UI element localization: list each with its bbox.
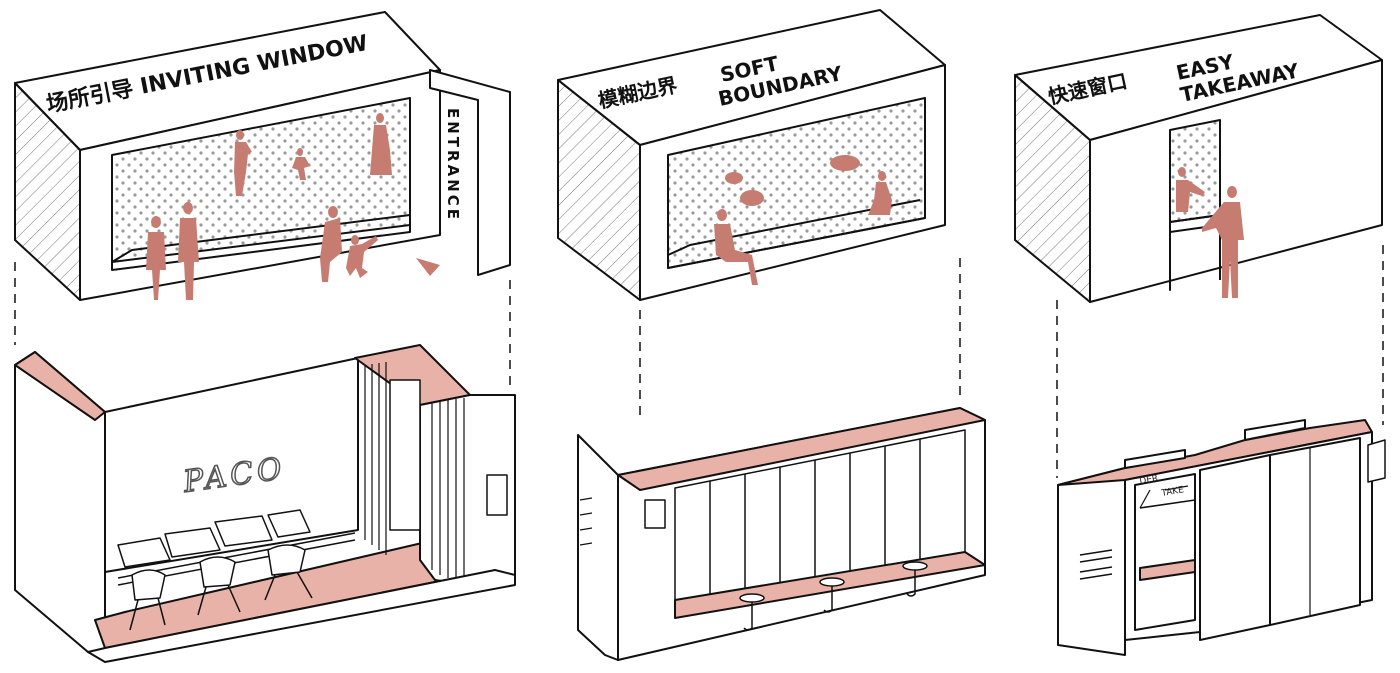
panel-soft-boundary-interior: [577, 407, 986, 661]
connector-lines-1: [14, 262, 511, 385]
panel-inviting-window-interior: [14, 344, 516, 663]
connector-lines-2: [639, 258, 961, 415]
entrance-label: ENTRANCE: [444, 108, 462, 222]
people-silhouettes-3: [1176, 167, 1244, 298]
order-sign-text-1: DER: [1139, 474, 1159, 487]
order-sign-text-2: TAKE: [1160, 485, 1185, 499]
panel-soft-boundary-box: [557, 9, 946, 301]
people-silhouettes-2: [714, 155, 892, 285]
panel-easy-takeaway-interior: [1057, 419, 1386, 656]
connector-lines-3: [1056, 245, 1384, 478]
panel-easy-takeaway-box: [1014, 14, 1383, 303]
people-silhouettes-1: [146, 113, 440, 300]
